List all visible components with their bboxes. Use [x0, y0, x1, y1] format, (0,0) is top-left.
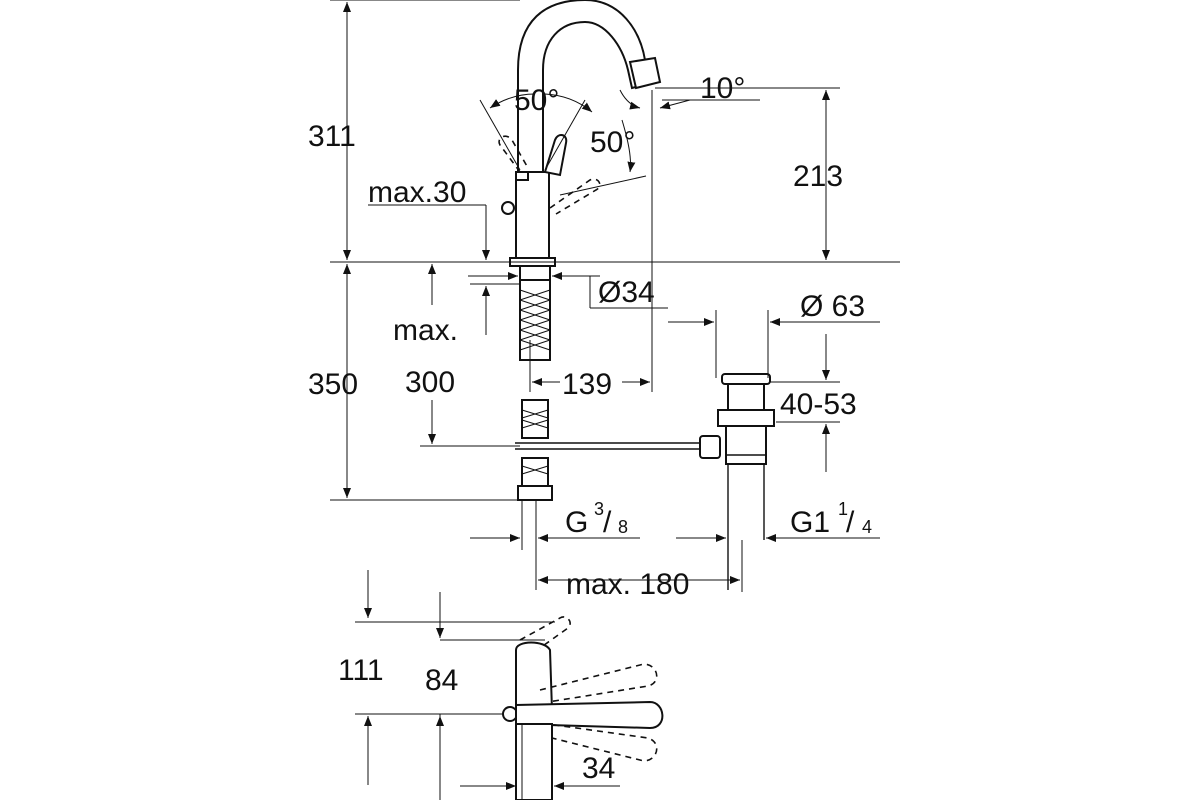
angle-50-left: 50°	[514, 84, 559, 117]
label-max: max.	[393, 314, 458, 347]
svg-text:3: 3	[594, 499, 604, 519]
angle-50-right: 50°	[590, 126, 635, 159]
dim-34-bottom: 34	[582, 752, 615, 785]
svg-text:1: 1	[838, 499, 848, 519]
dimension-lines	[330, 0, 900, 592]
dia-34: Ø34	[598, 276, 655, 309]
angle-10: 10°	[700, 72, 745, 105]
faucet-top-view	[355, 570, 664, 800]
thread-g1-14: G1 1 / 4	[790, 499, 872, 539]
dim-84: 84	[425, 664, 458, 697]
dim-max180: max. 180	[566, 568, 689, 601]
svg-text:/: /	[846, 506, 855, 539]
faucet-body	[515, 171, 550, 261]
spout-tip	[628, 56, 662, 90]
pop-up-rod	[515, 435, 721, 459]
supply-hoses	[517, 279, 553, 501]
svg-text:8: 8	[618, 517, 628, 537]
dim-311: 311	[308, 120, 356, 153]
dim-111: 111	[338, 654, 384, 687]
thread-g38: G 3 / 8	[565, 499, 628, 539]
dim-139: 139	[562, 368, 612, 401]
dim-300: 300	[405, 366, 455, 399]
svg-text:/: /	[603, 506, 612, 539]
dim-350: 350	[308, 368, 358, 401]
dim-40-53: 40-53	[780, 388, 857, 421]
svg-text:G: G	[565, 506, 588, 539]
dim-213: 213	[793, 160, 843, 193]
svg-text:G1: G1	[790, 506, 830, 539]
lever-handle	[543, 134, 568, 177]
waste-valve	[717, 373, 775, 590]
dim-max30: max.30	[368, 176, 466, 209]
faucet-side-view	[498, 0, 662, 501]
dia-63: Ø 63	[800, 290, 865, 323]
svg-text:4: 4	[862, 517, 872, 537]
